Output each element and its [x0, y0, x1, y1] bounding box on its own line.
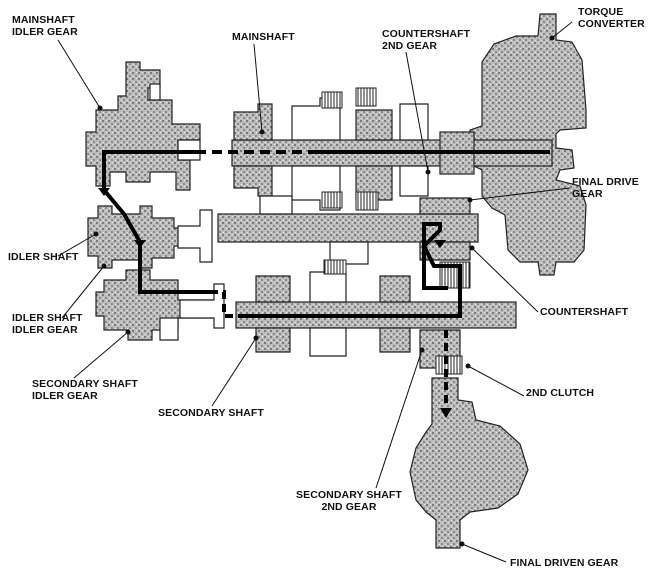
label-mainshaft-idler-gear: MAINSHAFT IDLER GEAR: [12, 14, 78, 38]
secondary-shaft-idler-gear: [95, 269, 225, 341]
label-idler-shaft-idler-gear: IDLER SHAFT IDLER GEAR: [12, 312, 83, 336]
secondary-shaft: [235, 271, 517, 369]
leader-lines: [57, 21, 573, 563]
idler-shaft: [87, 205, 213, 269]
label-mainshaft: MAINSHAFT: [232, 31, 295, 43]
label-idler-shaft: IDLER SHAFT: [8, 251, 79, 263]
power-flow-arrowheads: [98, 188, 452, 418]
label-secondary-shaft-2nd-gear: SECONDARY SHAFT 2ND GEAR: [296, 489, 402, 513]
final-driven-gear: [409, 377, 529, 549]
label-2nd-clutch: 2ND CLUTCH: [526, 387, 595, 399]
label-secondary-shaft: SECONDARY SHAFT: [158, 407, 264, 419]
power-flow-path: [102, 150, 550, 410]
countershaft-assembly: [217, 195, 479, 265]
label-secondary-shaft-idler-gear: SECONDARY SHAFT IDLER GEAR: [32, 378, 138, 402]
mainshaft-clutch-packs: [321, 87, 379, 211]
label-torque-converter: TORQUE CONVERTER: [578, 6, 645, 30]
mainshaft-idler-gear: [85, 61, 201, 191]
label-countershaft: COUNTERSHAFT: [540, 306, 629, 318]
label-final-drive-gear: FINAL DRIVE GEAR: [572, 176, 639, 200]
label-countershaft-2nd-gear: COUNTERSHAFT 2ND GEAR: [382, 28, 471, 52]
label-final-driven-gear: FINAL DRIVEN GEAR: [510, 557, 619, 569]
